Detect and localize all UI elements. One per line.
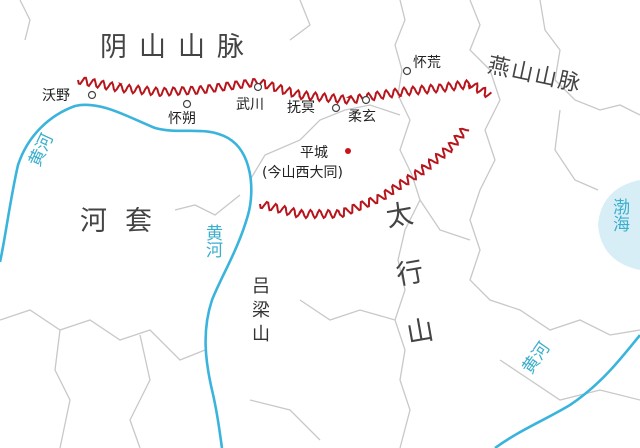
label-capital-note: (今山西大同)	[262, 165, 343, 181]
city-marker-fuming	[331, 103, 341, 113]
city-marker-huaishuo	[182, 99, 192, 109]
label-bohai: 渤海	[609, 198, 629, 232]
label-huanghe-2: 黄河	[202, 224, 222, 258]
yellow-river	[0, 103, 640, 448]
great-wall-north	[77, 76, 493, 105]
label-yinshan: 阴山山脉	[100, 32, 256, 63]
label-lvliang: 吕梁山	[249, 276, 270, 348]
city-marker-rouxuan	[361, 95, 371, 105]
label-capital-pingcheng: 平城	[300, 145, 328, 161]
bohai-sea	[598, 180, 640, 270]
label-city-huaihuang: 怀荒	[413, 55, 441, 71]
label-city-woye: 沃野	[42, 88, 70, 104]
label-city-fuming: 抚冥	[287, 100, 315, 116]
great-wall-inner	[259, 127, 470, 220]
label-city-wuchuan: 武川	[236, 97, 264, 113]
label-hetao: 河套	[80, 206, 170, 237]
label-city-huaishuo: 怀朔	[168, 111, 196, 127]
city-markers	[87, 66, 412, 113]
city-marker-wuchuan	[253, 82, 263, 92]
city-marker-huaihuang	[402, 66, 412, 76]
city-marker-woye	[87, 90, 97, 100]
capital-marker-red-dot	[345, 148, 351, 154]
label-city-rouxuan: 柔玄	[348, 109, 376, 125]
